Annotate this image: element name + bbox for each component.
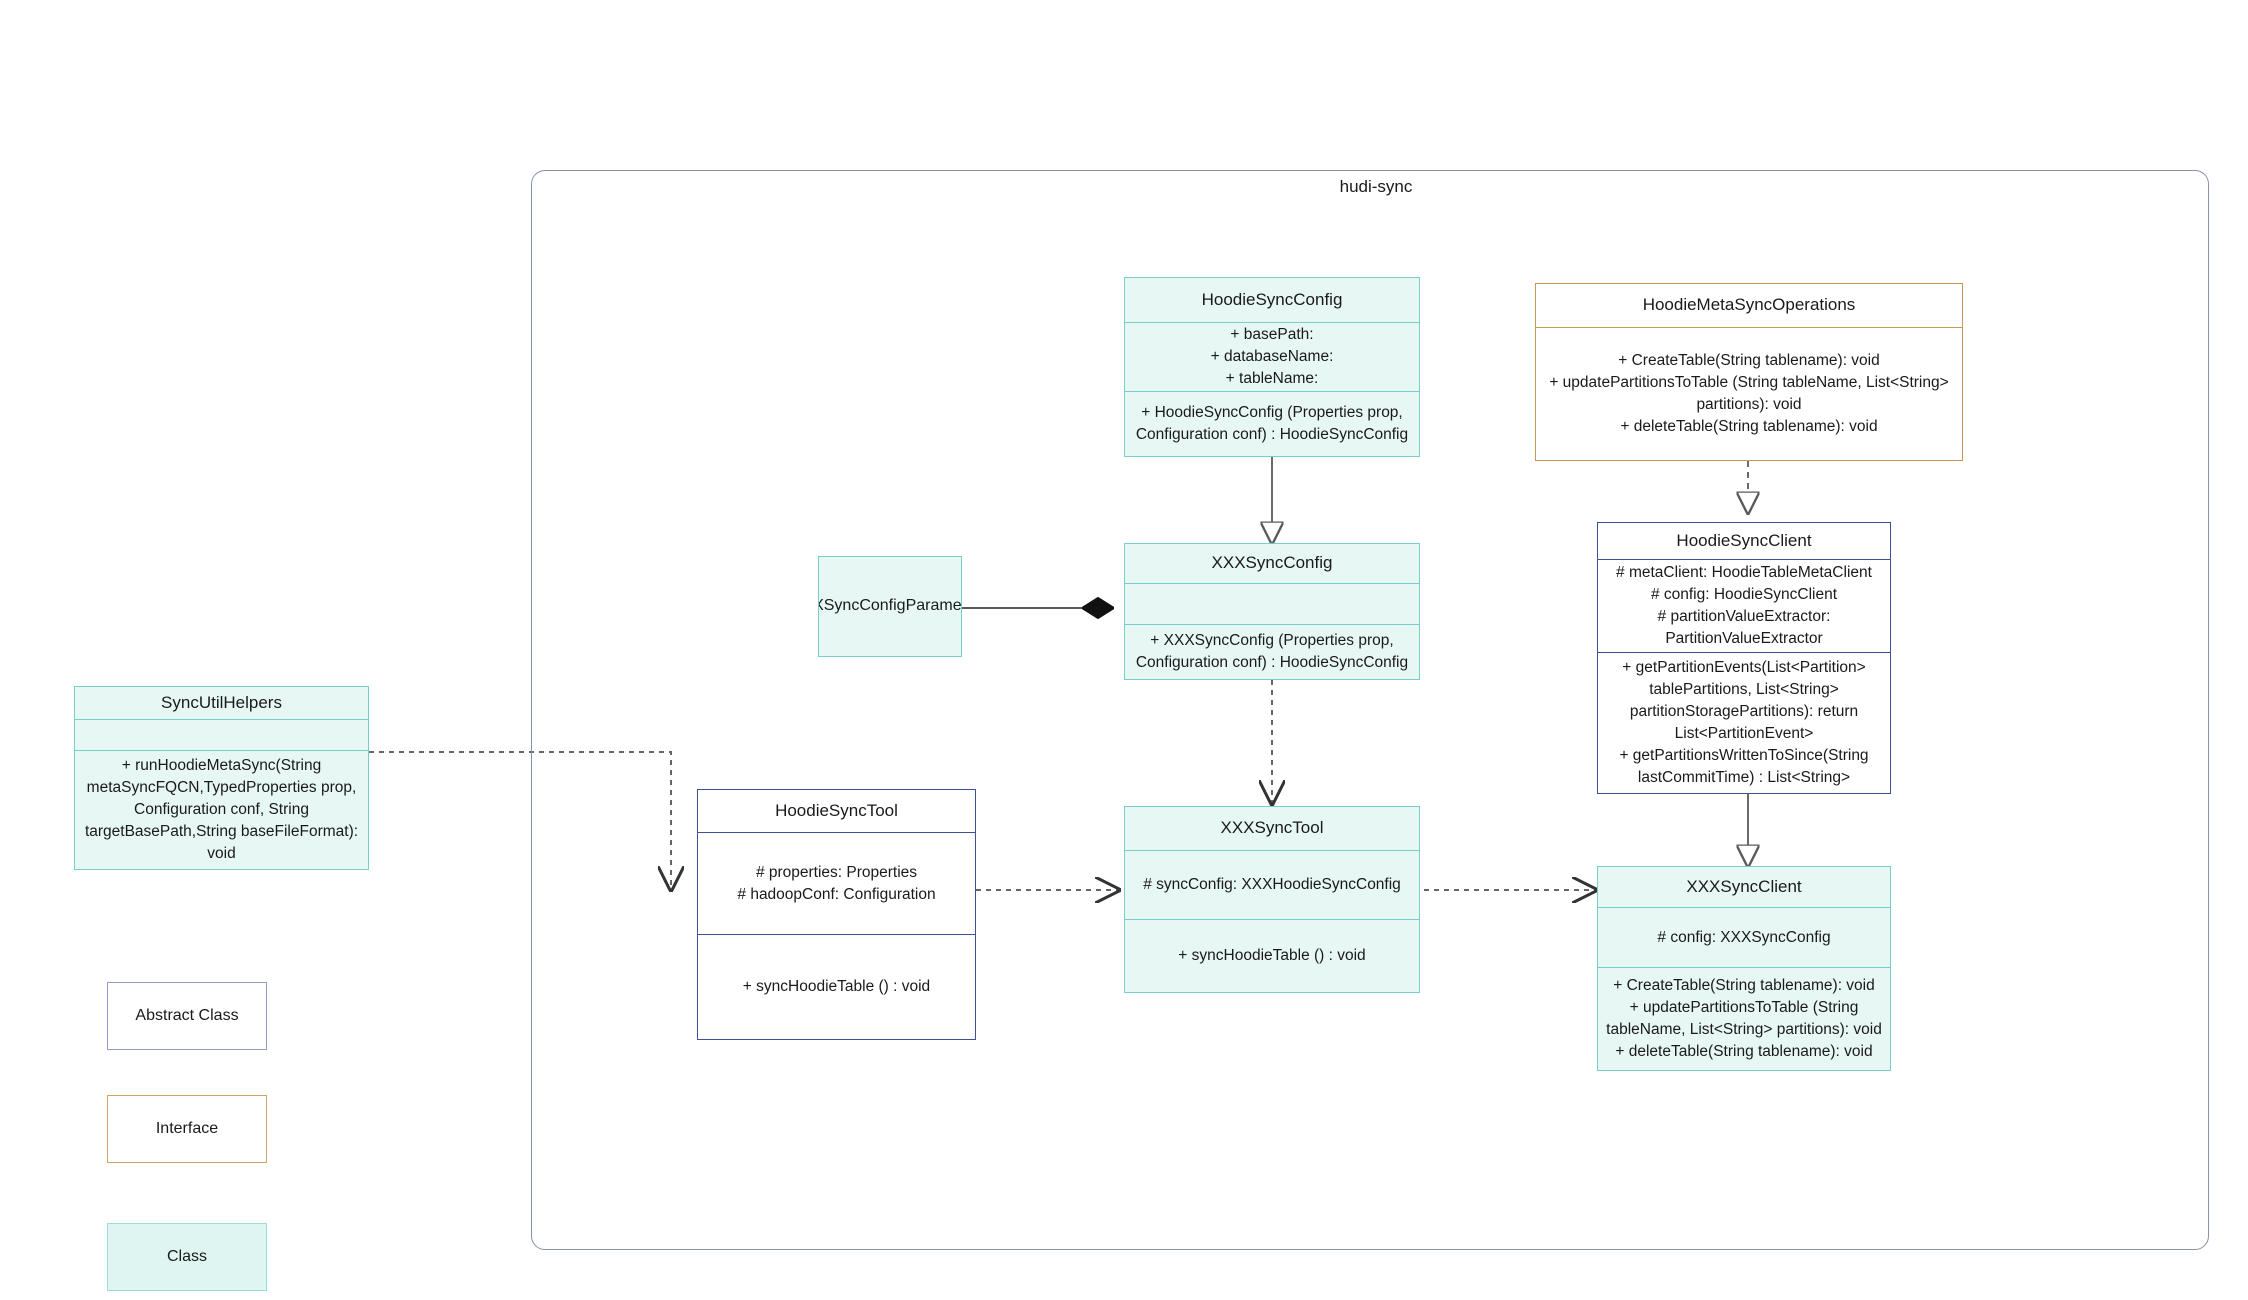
class-methods: + XXXSyncConfig (Properties prop, Config…	[1125, 624, 1419, 679]
class-attributes	[75, 719, 368, 750]
class-name: XXXSyncTool	[1220, 818, 1324, 838]
class-name: XXXSyncClient	[1686, 876, 1802, 896]
legend-label: Abstract Class	[135, 1007, 239, 1024]
class-xxx-sync-config-parameters[interactable]: XXXSyncConfigParameters	[818, 556, 962, 657]
class-methods: + CreateTable(String tablename): void + …	[1536, 327, 1962, 460]
class-hoodie-sync-client[interactable]: HoodieSyncClient # metaClient: HoodieTab…	[1597, 522, 1891, 794]
class-attributes: # config: XXXSyncConfig	[1598, 907, 1890, 967]
class-hoodie-meta-sync-operations[interactable]: HoodieMetaSyncOperations + CreateTable(S…	[1535, 283, 1963, 461]
class-attributes: # metaClient: HoodieTableMetaClient # co…	[1598, 559, 1890, 652]
legend-label: Class	[166, 1248, 207, 1265]
class-attributes: + basePath: + databaseName: + tableName:	[1125, 322, 1419, 391]
class-hoodie-sync-config[interactable]: HoodieSyncConfig + basePath: + databaseN…	[1124, 277, 1420, 457]
class-attributes	[1125, 583, 1419, 624]
class-name: SyncUtilHelpers	[161, 693, 282, 712]
legend-interface: Interface	[107, 1095, 267, 1163]
legend-abstract-class: Abstract Class	[107, 982, 267, 1050]
class-methods: + CreateTable(String tablename): void + …	[1598, 967, 1890, 1070]
class-methods: + getPartitionEvents(List<Partition> tab…	[1598, 652, 1890, 793]
legend-class: Class	[107, 1223, 267, 1291]
class-hoodie-sync-tool[interactable]: HoodieSyncTool # properties: Properties …	[697, 789, 976, 1040]
class-methods: + syncHoodieTable () : void	[698, 934, 975, 1039]
class-name: HoodieMetaSyncOperations	[1642, 295, 1856, 315]
package-hudi-sync	[531, 170, 2209, 1250]
class-methods: + HoodieSyncConfig (Properties prop, Con…	[1125, 391, 1419, 456]
class-name: XXXSyncConfig	[1211, 553, 1333, 573]
class-name: HoodieSyncConfig	[1201, 289, 1343, 309]
class-xxx-sync-client[interactable]: XXXSyncClient # config: XXXSyncConfig + …	[1597, 866, 1891, 1071]
class-methods: + runHoodieMetaSync(String metaSyncFQCN,…	[75, 750, 368, 869]
class-sync-util-helpers[interactable]: SyncUtilHelpers + runHoodieMetaSync(Stri…	[74, 686, 369, 870]
class-xxx-sync-tool[interactable]: XXXSyncTool # syncConfig: XXXHoodieSyncC…	[1124, 806, 1420, 993]
class-name: HoodieSyncClient	[1676, 530, 1812, 550]
package-title: hudi-sync	[1339, 177, 1413, 196]
class-name: XXXSyncConfigParameters	[819, 597, 962, 615]
class-attributes: # syncConfig: XXXHoodieSyncConfig	[1125, 850, 1419, 919]
legend-label: Interface	[155, 1120, 219, 1137]
class-methods: + syncHoodieTable () : void	[1125, 919, 1419, 992]
class-name: HoodieSyncTool	[775, 800, 898, 820]
class-attributes: # properties: Properties # hadoopConf: C…	[698, 832, 975, 934]
class-xxx-sync-config[interactable]: XXXSyncConfig + XXXSyncConfig (Propertie…	[1124, 543, 1420, 680]
